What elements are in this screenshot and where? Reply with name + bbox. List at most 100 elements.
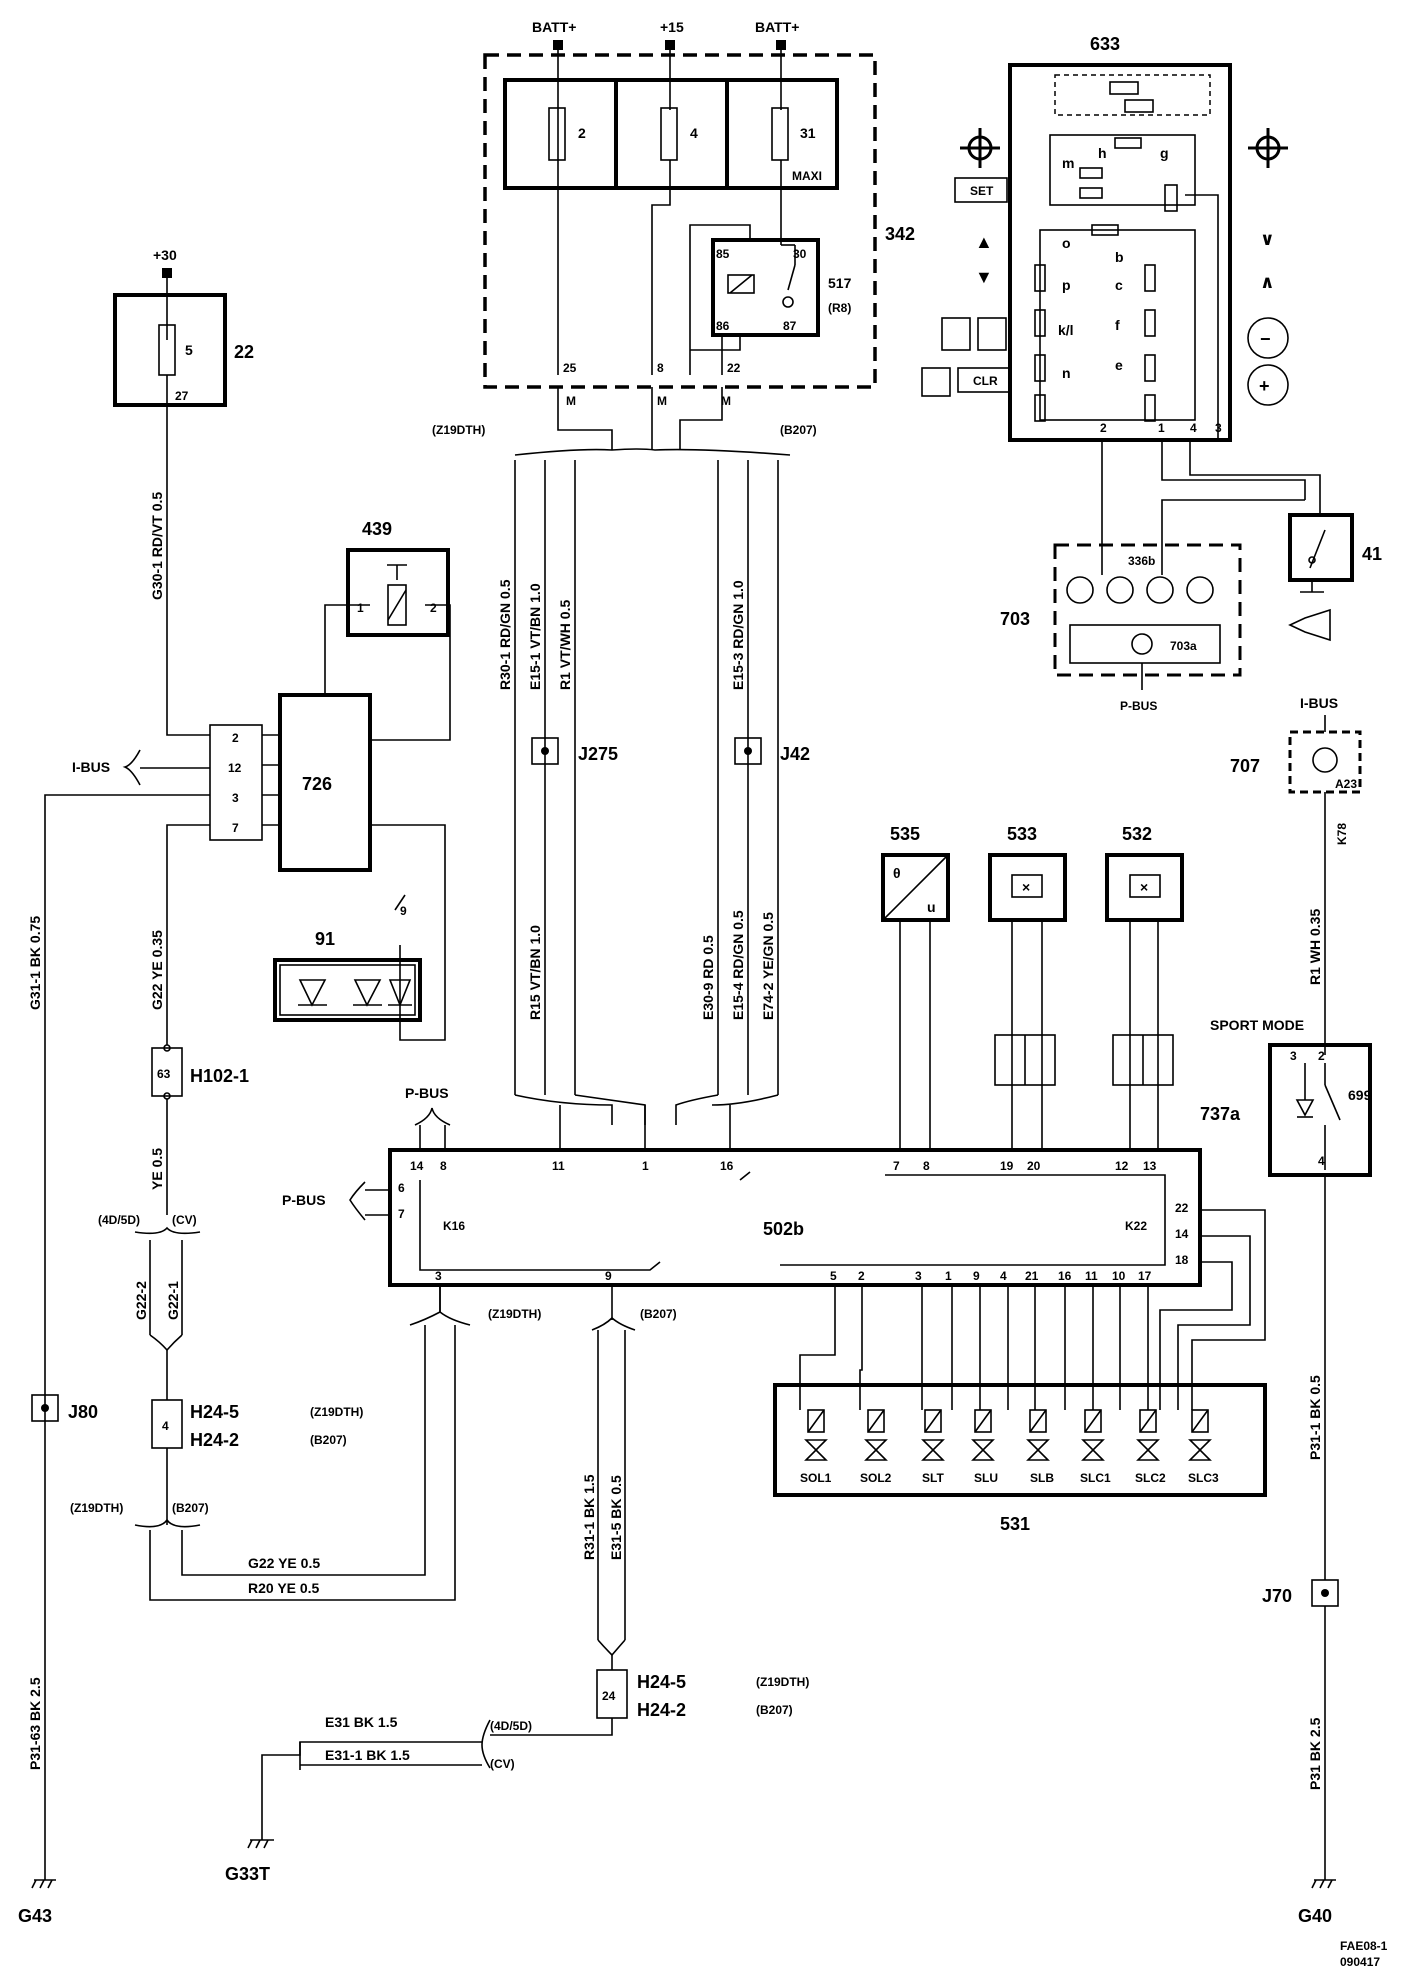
svg-text:SLU: SLU <box>974 1471 998 1485</box>
c535-u: u <box>927 899 936 915</box>
c699-label: 699 <box>1348 1087 1372 1103</box>
g40-label: G40 <box>1298 1906 1332 1926</box>
variant-4d5d-bottom: (4D/5D) <box>490 1719 532 1733</box>
fuse-4-label: 4 <box>690 125 698 141</box>
svg-text:6: 6 <box>398 1181 405 1195</box>
variant-b207-left2: (B207) <box>172 1501 209 1515</box>
c726-pin-2: 2 <box>232 731 239 745</box>
connector-h24-left: 4 H24-5 H24-2 (Z19DTH) (B207) <box>151 1399 363 1450</box>
svg-text:SLC3: SLC3 <box>1188 1471 1219 1485</box>
wire-e15-3: E15-3 RD/GN 1.0 <box>730 580 746 690</box>
sensor-535: 535 θ u <box>881 824 950 1150</box>
solenoid-block-531: 531 SOL1 SOL2 SLT SLU SLB SLC1 SL <box>773 1209 1267 1534</box>
module-707: I-BUS 707 A23 K78 R1 WH 0.35 <box>1230 695 1362 1055</box>
svg-text:SOL1: SOL1 <box>800 1471 832 1485</box>
plus30-label: +30 <box>153 247 177 263</box>
fuse-22-label: 22 <box>234 342 254 362</box>
wire-p31-1: P31-1 BK 0.5 <box>1307 1375 1323 1460</box>
svg-text:b: b <box>1115 249 1124 265</box>
svg-text:4: 4 <box>1000 1269 1007 1283</box>
pbus-703-label: P-BUS <box>1120 699 1157 713</box>
c726-label: 726 <box>302 774 332 794</box>
control-633: 633 m h g o b p c k/l f n e 2 1 4 3 <box>921 34 1321 540</box>
c502b-left-pins: 6 7 <box>398 1181 405 1221</box>
relay-pin-86: 86 <box>716 319 730 333</box>
clr-button[interactable] <box>957 367 1011 393</box>
solenoid-slc2 <box>1136 1409 1160 1461</box>
g43-label: G43 <box>18 1906 52 1926</box>
wire-e31: E31 BK 1.5 <box>325 1714 398 1730</box>
phone-answer-icon <box>941 317 971 351</box>
svg-text:c: c <box>1115 277 1123 293</box>
c502b-label: 502b <box>763 1219 804 1239</box>
solenoid-slc3 <box>1188 1409 1212 1461</box>
wire-r1-wh: R1 WH 0.35 <box>1307 909 1323 985</box>
wire-g22-2: G22-2 <box>133 1281 149 1320</box>
phone-hangup-icon <box>977 317 1007 351</box>
svg-text:21: 21 <box>1025 1269 1039 1283</box>
c535-label: 535 <box>890 824 920 844</box>
variant-b207-bottom: (B207) <box>756 1703 793 1717</box>
svg-text:7: 7 <box>893 1159 900 1173</box>
wire-e31-1: E31-1 BK 1.5 <box>325 1747 410 1763</box>
c41-label: 41 <box>1362 544 1382 564</box>
svg-text:×: × <box>1022 879 1030 895</box>
h102-1-label: H102-1 <box>190 1066 249 1086</box>
connector-h102-1: 63 H102-1 <box>151 1044 249 1100</box>
pbus-top-label: P-BUS <box>405 1085 449 1101</box>
minus-button[interactable] <box>1247 317 1289 359</box>
c726-pin-7: 7 <box>232 821 239 835</box>
relay-517-sub: (R8) <box>828 301 851 315</box>
svg-text:3: 3 <box>915 1269 922 1283</box>
module-726: 726 2 12 3 7 I-BUS 9 <box>44 693 446 1880</box>
variant-z19dth-top: (Z19DTH) <box>432 423 485 437</box>
svg-text:20: 20 <box>1027 1159 1041 1173</box>
variant-b207-502-9: (B207) <box>640 1307 677 1321</box>
svg-text:11: 11 <box>1085 1269 1098 1283</box>
j70-label: J70 <box>1262 1586 1292 1606</box>
variant-cv-bottom: (CV) <box>490 1757 515 1771</box>
wire-r20-bottom: R20 YE 0.5 <box>248 1580 320 1596</box>
fuse-5-label: 5 <box>185 342 193 358</box>
plus-button[interactable] <box>1247 364 1289 406</box>
svg-text:2: 2 <box>1100 421 1107 435</box>
svg-text:14: 14 <box>410 1159 424 1173</box>
svg-text:f: f <box>1115 317 1120 333</box>
c703-label: 703 <box>1000 609 1030 629</box>
h24-5-label-left: H24-5 <box>190 1402 239 1422</box>
svg-text:1: 1 <box>1158 421 1165 435</box>
c439-pin-1: 1 <box>357 601 364 615</box>
footer-date: 090417 <box>1340 1955 1380 1969</box>
splice-j80: J80 <box>31 1394 98 1422</box>
svg-text:+: + <box>1259 376 1270 396</box>
wire-g22-bottom: G22 YE 0.5 <box>248 1555 320 1571</box>
relay-pin-85: 85 <box>716 247 730 261</box>
svg-text:m: m <box>1062 155 1074 171</box>
h24-pin-b: 24 <box>602 1689 616 1703</box>
svg-text:18: 18 <box>1175 1253 1189 1267</box>
svg-text:SLB: SLB <box>1030 1471 1054 1485</box>
svg-text:22: 22 <box>1175 1201 1189 1215</box>
variant-z19dth-502-3: (Z19DTH) <box>488 1307 541 1321</box>
pin-25: 25 <box>563 361 577 375</box>
wire-e74-2: E74-2 YE/GN 0.5 <box>760 912 776 1020</box>
pin-m-2: M <box>657 394 667 408</box>
svg-text:16: 16 <box>720 1159 734 1173</box>
wire-r15: R15 VT/BN 1.0 <box>527 925 543 1020</box>
ground-g43: G43 <box>18 1879 56 1926</box>
solenoid-slu <box>971 1409 995 1461</box>
wire-k78: K78 <box>1335 823 1349 845</box>
svg-text:SOL2: SOL2 <box>860 1471 892 1485</box>
c91-wire-label: 9 <box>400 904 407 918</box>
horn-switch-41: 41 <box>1288 513 1382 642</box>
c502b-top-pins: 14 8 11 1 16 7 8 19 20 12 13 <box>410 1159 1157 1173</box>
arrow-down-icon: ▼ <box>975 267 993 287</box>
set-button[interactable] <box>954 177 1008 203</box>
pin-8: 8 <box>657 361 664 375</box>
c726-pin-12: 12 <box>228 761 242 775</box>
footer-code: FAE08-1 <box>1340 1939 1388 1953</box>
switch-737a: SPORT MODE 3 2 4 737a 699 <box>1200 1017 1372 1580</box>
chevron-up-icon: ∧ <box>1260 272 1275 292</box>
j275-label: J275 <box>578 744 618 764</box>
svg-text:CLR: CLR <box>973 374 998 388</box>
